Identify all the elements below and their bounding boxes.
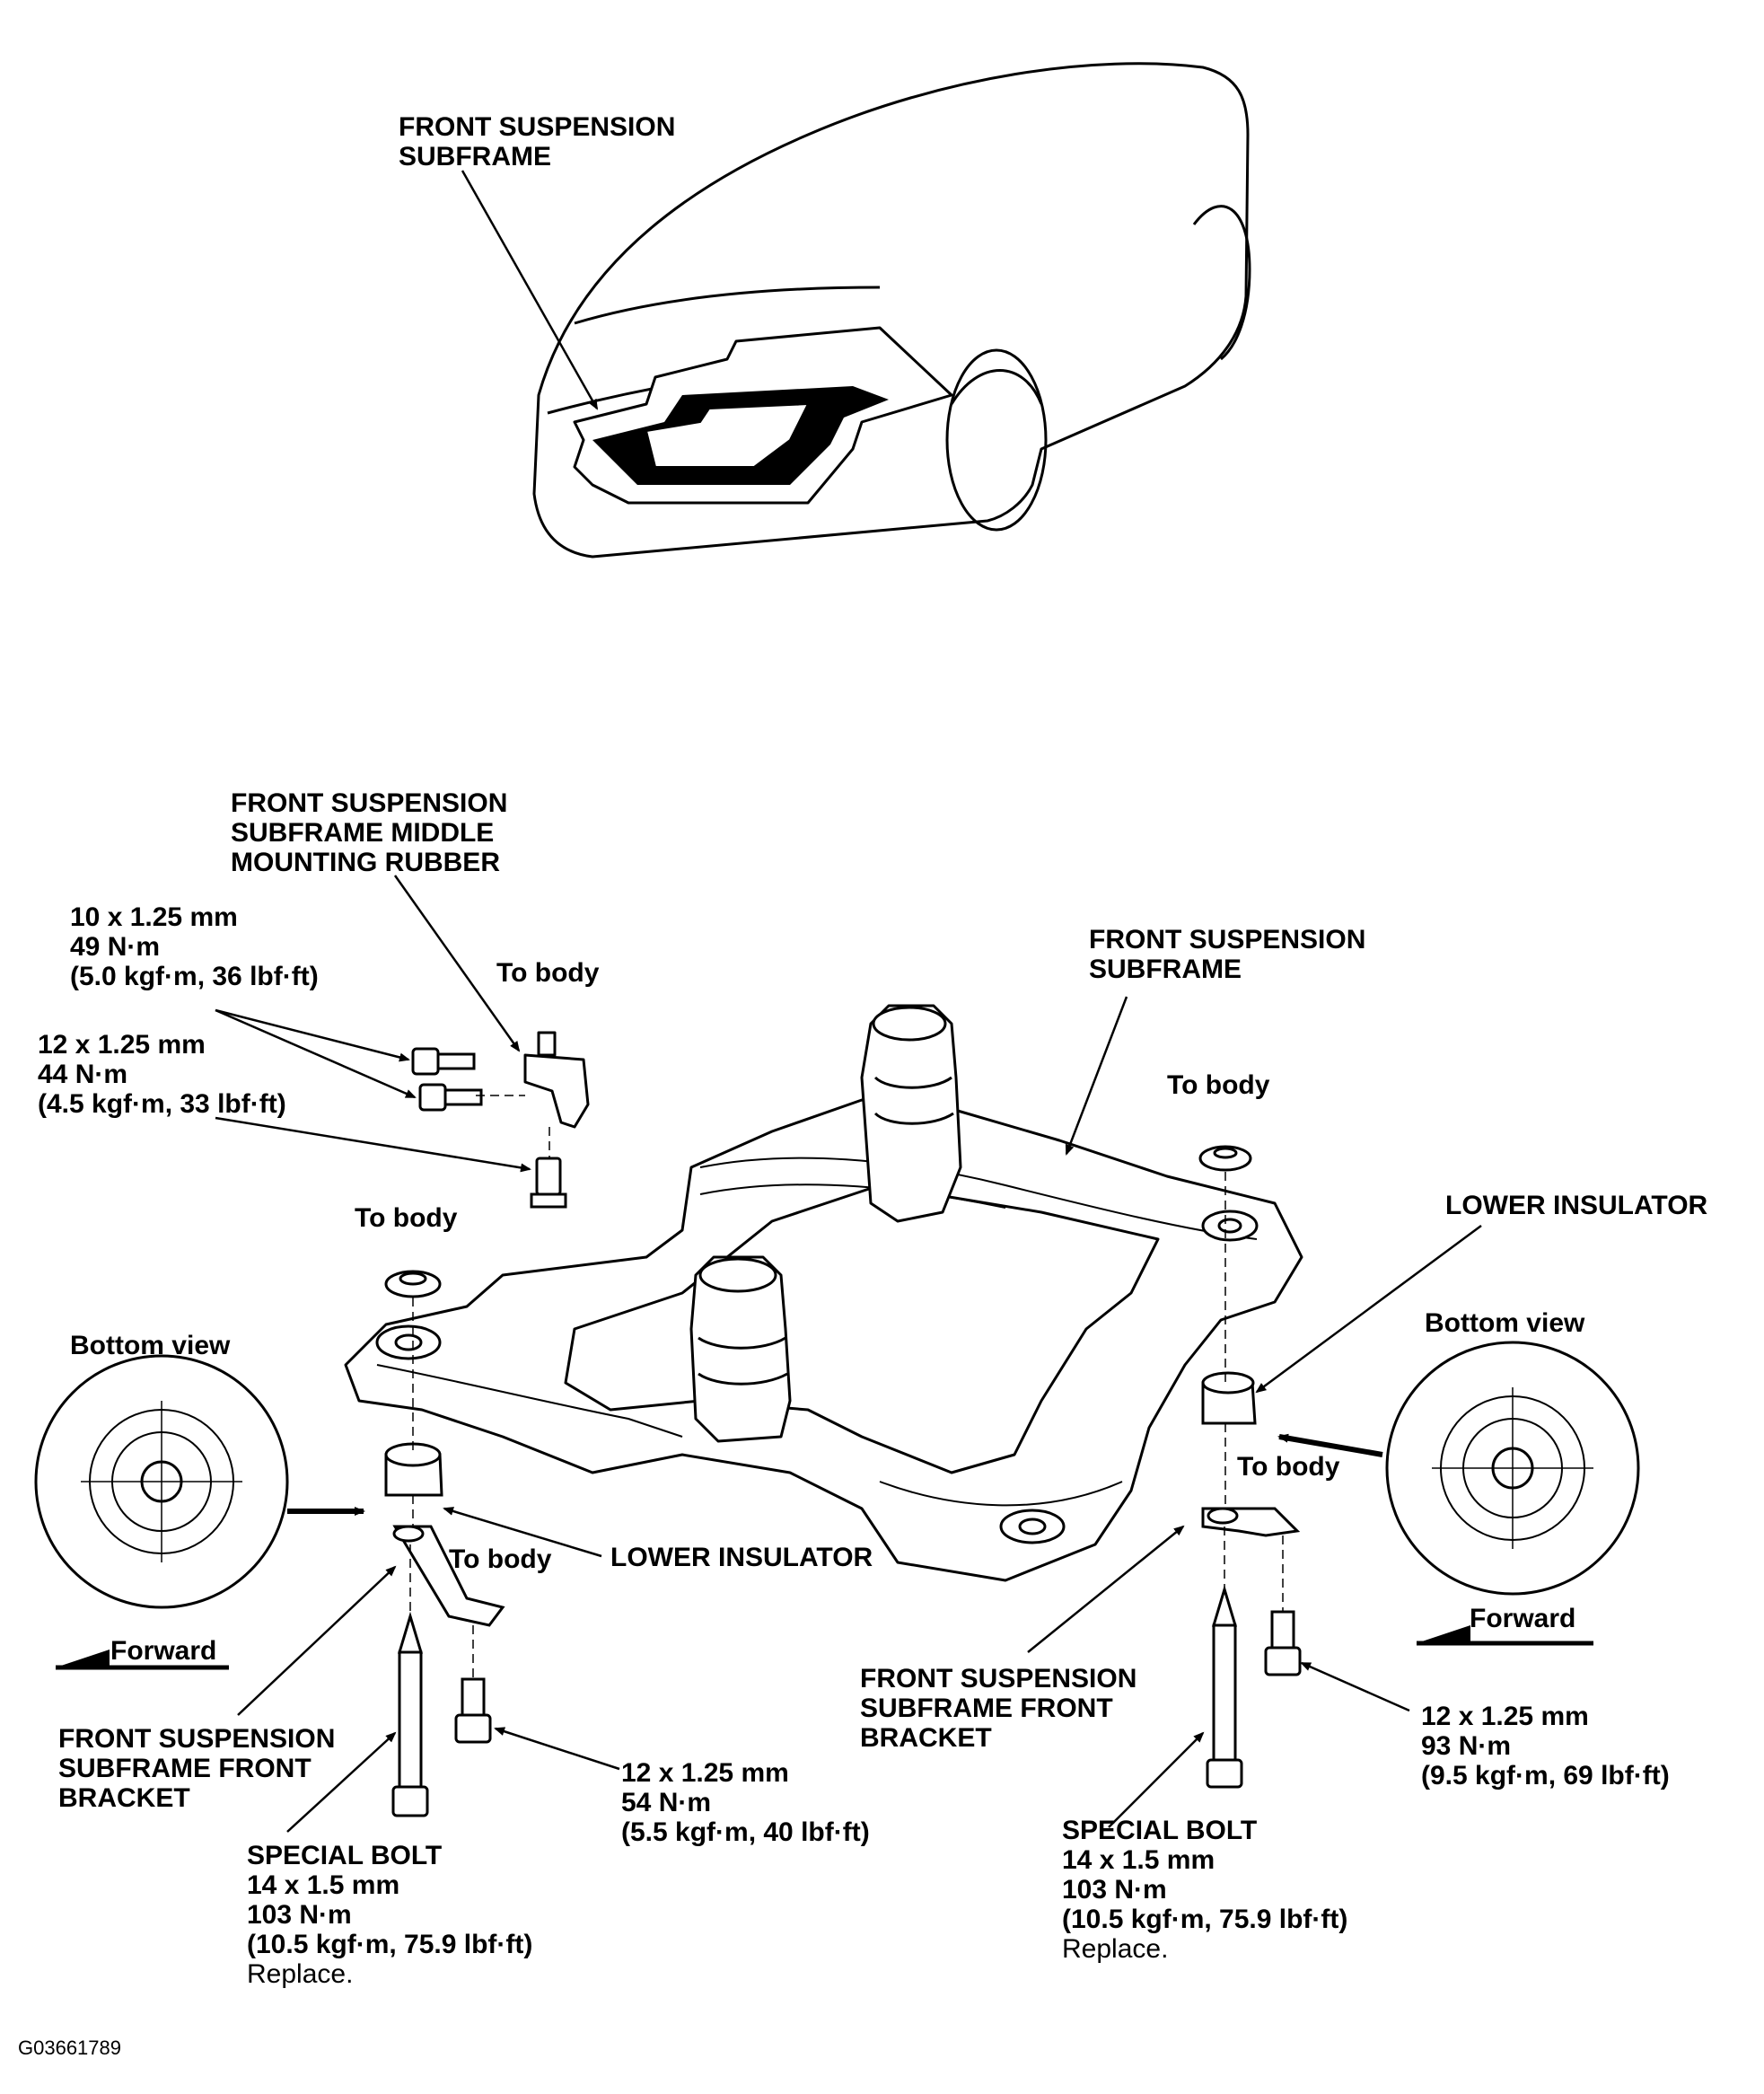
special-bolt-right-torque: 103 N·m (1062, 1875, 1167, 1905)
overview-subframe-label-line1: FRONT SUSPENSION (399, 112, 676, 142)
right-mount-stack (1198, 1145, 1302, 1789)
front-bracket-right-line1: FRONT SUSPENSION (860, 1664, 1137, 1694)
bolt-10x125-spec: 10 x 1.25 mm 49 N·m (5.0 kgf·m, 36 lbf·f… (70, 902, 319, 991)
bolt-12x125-54-spec: 12 x 1.25 mm 54 N·m (5.5 kgf·m, 40 lbf·f… (621, 1758, 870, 1847)
special-bolt-right-title: SPECIAL BOLT (1062, 1816, 1258, 1845)
bolt-12x125-54-torque-alt: (5.5 kgf·m, 40 lbf·ft) (621, 1817, 870, 1847)
bolt-12x125-44-spec: 12 x 1.25 mm 44 N·m (4.5 kgf·m, 33 lbf·f… (38, 1030, 286, 1119)
middle-mounting-rubber (523, 1031, 590, 1129)
to-body-left-bracket-label: To body (449, 1544, 552, 1574)
overview-subframe-icon (573, 326, 953, 505)
middle-mounting-rubber-label-line1: FRONT SUSPENSION (231, 788, 508, 818)
mount-center-lines (409, 1095, 1284, 1679)
front-bracket-left-line2: SUBFRAME FRONT (58, 1754, 312, 1783)
front-bracket-left-line1: FRONT SUSPENSION (58, 1724, 336, 1754)
special-bolt-right-torque-alt: (10.5 kgf·m, 75.9 lbf·ft) (1062, 1905, 1348, 1934)
bottom-view-left-label: Bottom view (70, 1331, 231, 1360)
special-bolt-left-title: SPECIAL BOLT (247, 1841, 443, 1870)
left-mount-stack (384, 1270, 505, 1817)
forward-arrow-right (1417, 1625, 1593, 1646)
to-body-middle-label: To body (496, 958, 600, 988)
special-bolt-left-note: Replace. (247, 1959, 354, 1989)
forward-arrow-left (56, 1650, 229, 1670)
bolt-12x125-93-torque: 93 N·m (1421, 1731, 1512, 1761)
front-bracket-right-label: FRONT SUSPENSION SUBFRAME FRONT BRACKET (860, 1664, 1137, 1753)
bolt-12x125-54-torque: 54 N·m (621, 1788, 712, 1817)
special-bolt-right-note: Replace. (1062, 1934, 1169, 1964)
special-bolt-right-spec: SPECIAL BOLT 14 x 1.5 mm 103 N·m (10.5 k… (1062, 1816, 1347, 1964)
bolt-10x125-torque: 49 N·m (70, 932, 161, 962)
bolt-12x125-44-size: 12 x 1.25 mm (38, 1030, 206, 1060)
to-body-left-label: To body (355, 1203, 458, 1233)
special-bolt-left-spec: SPECIAL BOLT 14 x 1.5 mm 103 N·m (10.5 k… (247, 1841, 532, 1989)
leader-overview-subframe (461, 170, 599, 410)
lower-insulator-left-label: LOWER INSULATOR (610, 1543, 873, 1572)
front-bracket-right-line2: SUBFRAME FRONT (860, 1694, 1113, 1723)
lower-insulator-right-label: LOWER INSULATOR (1445, 1191, 1708, 1220)
middle-mounting-rubber-label-line2: SUBFRAME MIDDLE (231, 818, 495, 848)
bolt-12x125-93-spec: 12 x 1.25 mm 93 N·m (9.5 kgf·m, 69 lbf·f… (1421, 1702, 1670, 1790)
front-engine-mount (689, 1255, 792, 1443)
bottom-view-left (34, 1354, 289, 1609)
middle-mounting-rubber-label-line3: MOUNTING RUBBER (231, 848, 500, 877)
overview-subframe-label: FRONT SUSPENSION SUBFRAME (399, 112, 675, 172)
front-bracket-right-line3: BRACKET (860, 1723, 992, 1753)
bolt-12x125-54-size: 12 x 1.25 mm (621, 1758, 789, 1788)
bolt-10x125-size: 10 x 1.25 mm (70, 902, 238, 932)
special-bolt-left-torque: 103 N·m (247, 1900, 352, 1930)
special-bolt-left-size: 14 x 1.5 mm (247, 1870, 400, 1900)
bolt-12x125-93-size: 12 x 1.25 mm (1421, 1702, 1589, 1731)
front-bracket-left-line3: BRACKET (58, 1783, 190, 1813)
bolt-12x125-93-torque-alt: (9.5 kgf·m, 69 lbf·ft) (1421, 1761, 1670, 1790)
forward-right-label: Forward (1470, 1604, 1576, 1633)
rear-engine-mount (860, 1004, 962, 1223)
bottom-view-right-arrow (1277, 1433, 1383, 1457)
to-body-right-bracket-label: To body (1237, 1452, 1340, 1482)
bolt-12x125-44-torque: 44 N·m (38, 1060, 128, 1089)
front-bracket-left-label: FRONT SUSPENSION SUBFRAME FRONT BRACKET (58, 1724, 335, 1813)
middle-mount-bolts (411, 1047, 567, 1209)
middle-mounting-rubber-label: FRONT SUSPENSION SUBFRAME MIDDLE MOUNTIN… (231, 788, 507, 877)
bolt-12x125-44-torque-alt: (4.5 kgf·m, 33 lbf·ft) (38, 1089, 286, 1119)
subframe-label-line2: SUBFRAME (1089, 955, 1242, 984)
subframe-label: FRONT SUSPENSION SUBFRAME (1089, 925, 1365, 984)
subframe-assembly (344, 1098, 1303, 1582)
bottom-view-right-label: Bottom view (1425, 1308, 1585, 1338)
leader-lines (215, 875, 1482, 1833)
bottom-view-right (1385, 1341, 1640, 1596)
forward-left-label: Forward (110, 1636, 217, 1666)
subframe-label-line1: FRONT SUSPENSION (1089, 925, 1366, 955)
bolt-10x125-torque-alt: (5.0 kgf·m, 36 lbf·ft) (70, 962, 319, 991)
overview-subframe-label-line2: SUBFRAME (399, 142, 551, 172)
special-bolt-right-size: 14 x 1.5 mm (1062, 1845, 1215, 1875)
figure-code: G03661789 (18, 2037, 121, 2059)
special-bolt-left-torque-alt: (10.5 kgf·m, 75.9 lbf·ft) (247, 1930, 533, 1959)
to-body-right-top-label: To body (1167, 1070, 1270, 1100)
